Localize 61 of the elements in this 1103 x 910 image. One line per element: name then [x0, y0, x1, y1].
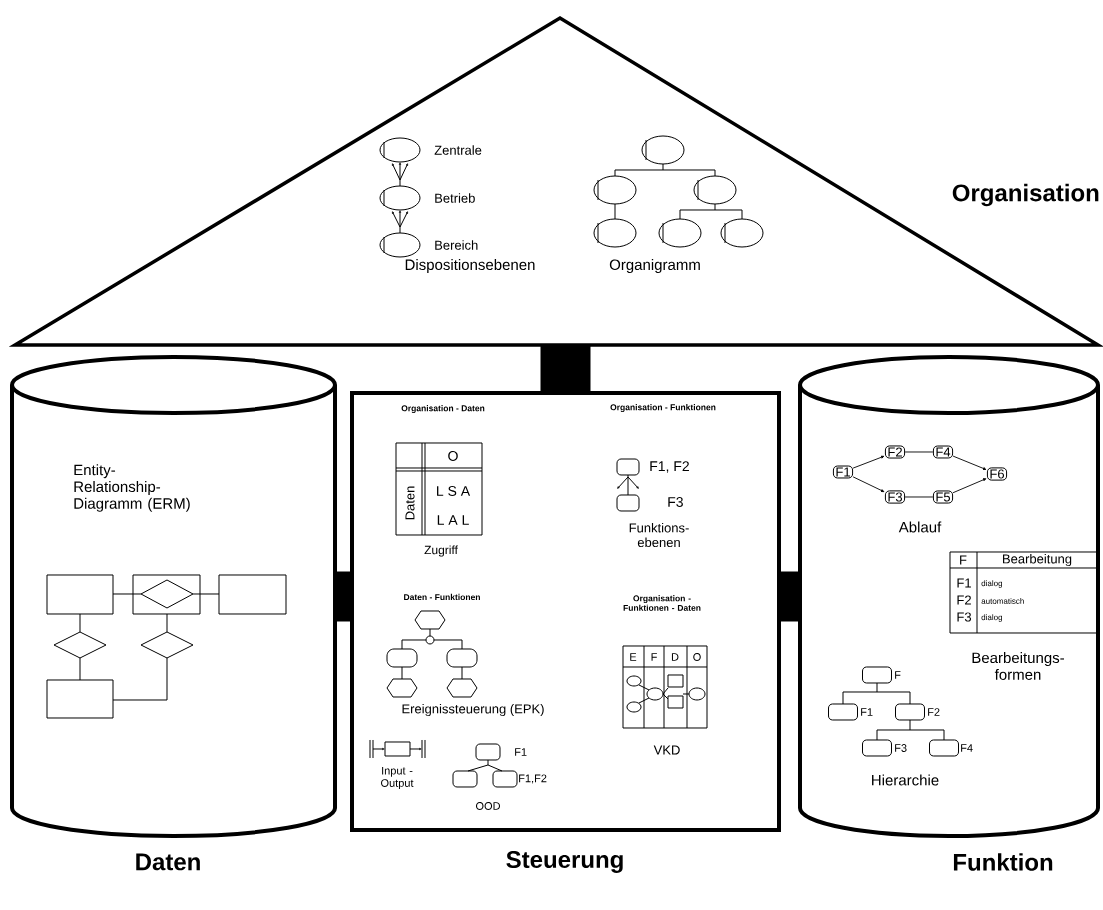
function-box: F1: [832, 465, 854, 479]
heading: Funktion: [953, 853, 1053, 871]
section-heading: Organisation - Funktionen - Daten: [623, 595, 701, 611]
connector-bar: [540, 345, 591, 391]
function-label: F1, F2: [650, 461, 689, 473]
function-label: F1: [515, 748, 527, 756]
function-label: F3: [668, 497, 683, 507]
level-label: Bereich: [435, 240, 478, 250]
function-label: F4: [961, 744, 973, 752]
section-heading: Daten - Funktionen: [404, 593, 480, 601]
heading: Steuerung: [506, 851, 623, 873]
table-cell: F1: [957, 578, 971, 588]
level-label: Zentrale: [434, 145, 482, 155]
function-label: F2: [928, 708, 940, 716]
diagram-caption: Organigramm: [609, 259, 700, 273]
header-cell: D: [671, 653, 679, 661]
diagram-caption: Ereignissteuerung (EPK): [402, 703, 544, 717]
arrow: [852, 455, 885, 469]
diagram-caption: Funktions- ebenen: [629, 522, 689, 548]
function-box: F6: [986, 467, 1008, 481]
matrix-label: L S A: [437, 486, 471, 496]
matrix-label: O: [448, 451, 458, 461]
arrow: [852, 476, 885, 493]
connector-bar: [335, 571, 350, 622]
diagram-caption: Dispositionsebenen: [405, 259, 535, 273]
table-cell: dialog: [981, 580, 1003, 588]
heading: Organisation: [952, 183, 1099, 207]
matrix-label: L A L: [437, 515, 469, 525]
header-cell: E: [630, 653, 637, 661]
section-heading: Organisation - Daten: [401, 405, 485, 413]
function-label: F1: [861, 708, 873, 716]
function-box: F3: [884, 490, 906, 504]
header-cell: Bearbeitung: [1003, 553, 1072, 567]
function-box: F5: [932, 490, 954, 504]
matrix-label: Daten: [405, 486, 415, 520]
header-cell: O: [693, 653, 701, 661]
function-box: F2: [884, 445, 906, 459]
arrow: [952, 478, 987, 494]
level-label: Betrieb: [435, 193, 475, 203]
arrow: [952, 455, 987, 470]
table-cell: F2: [957, 595, 971, 605]
function-label: F: [895, 671, 901, 679]
diagram-caption: Hierarchie: [872, 774, 939, 786]
function-box: F4: [932, 445, 954, 459]
function-label: F1,F2: [519, 774, 547, 784]
section-heading: Organisation - Funktionen: [610, 404, 716, 412]
function-label: F3: [895, 744, 907, 752]
diagram-caption: OOD: [476, 802, 500, 810]
header-cell: F: [960, 555, 967, 565]
connector-bar: [781, 571, 800, 622]
diagram-caption: Entity- Relationship- Diagramm (ERM): [74, 464, 190, 512]
table-cell: F3: [957, 612, 972, 622]
table-cell: automatisch: [981, 598, 1024, 604]
diagram-caption: Zugriff: [424, 545, 458, 557]
table-cell: dialog: [981, 614, 1003, 622]
header-cell: F: [651, 653, 657, 661]
diagram-caption: Bearbeitungs- formen: [972, 652, 1064, 680]
diagram-caption: Input - Output: [381, 766, 414, 790]
diagram-caption: VKD: [653, 745, 680, 755]
heading: Daten: [136, 853, 200, 871]
diagram-caption: Ablauf: [898, 521, 942, 533]
